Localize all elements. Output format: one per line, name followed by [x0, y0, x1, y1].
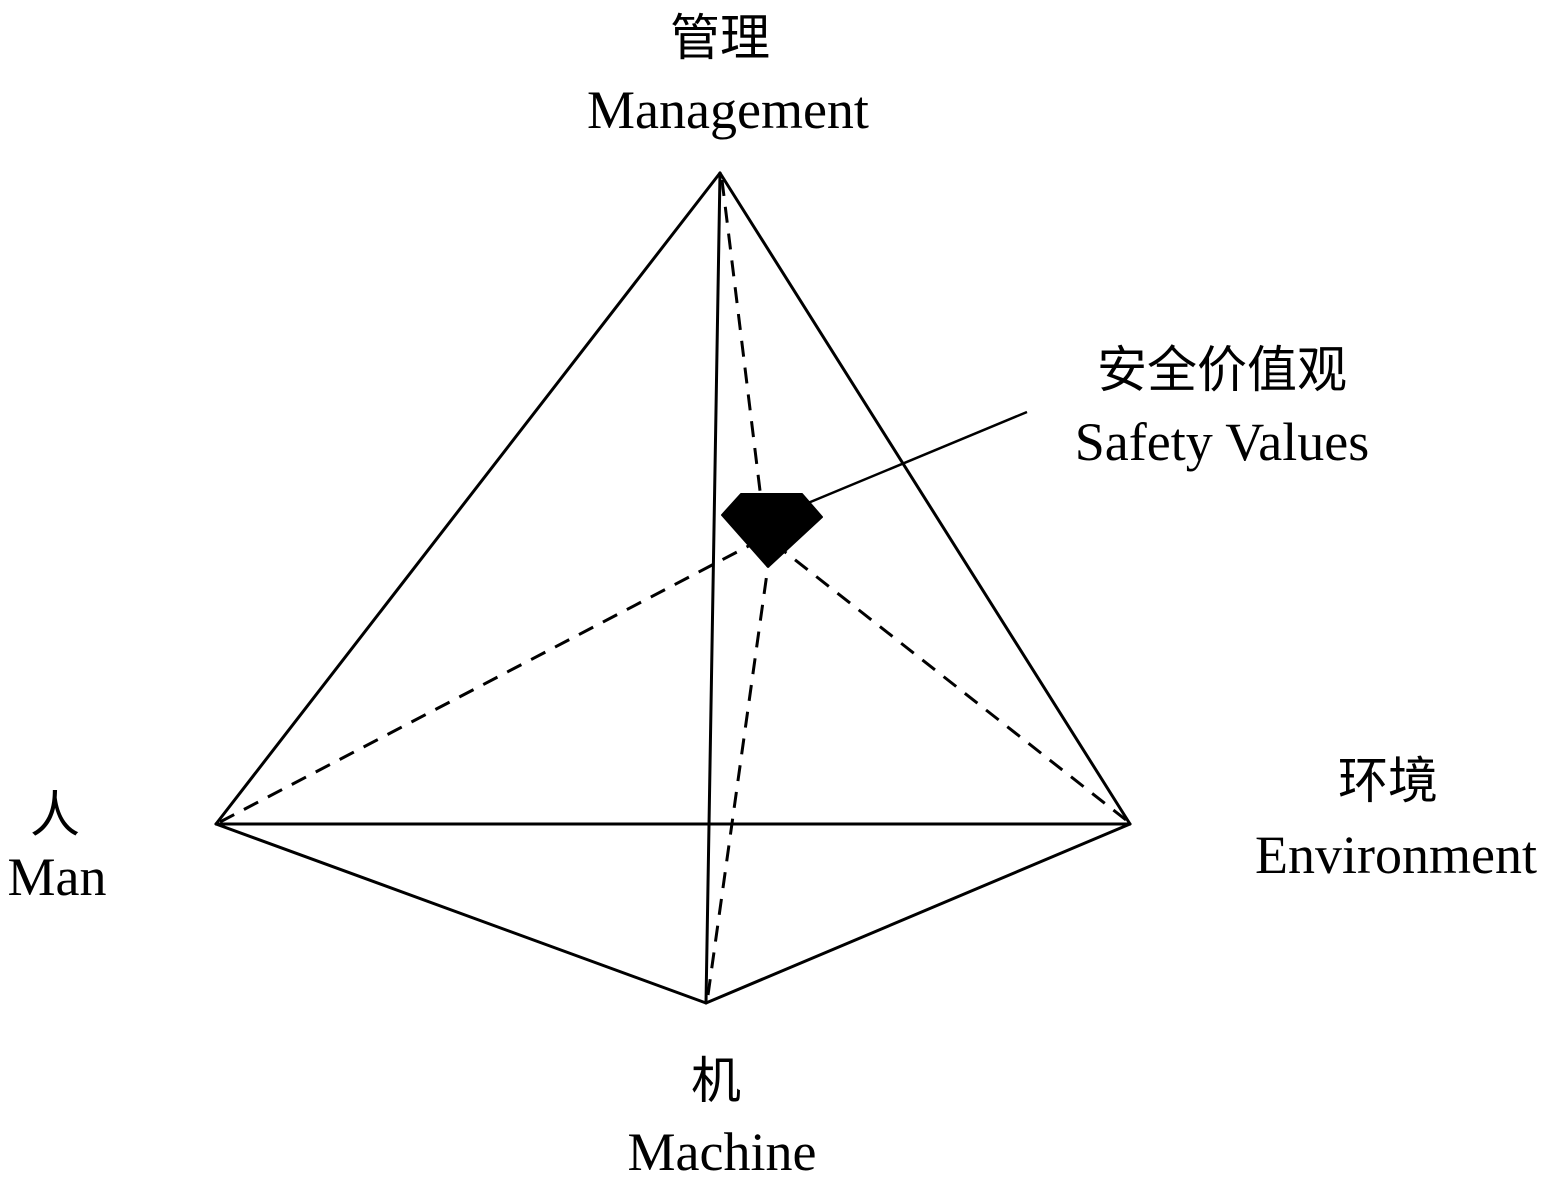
label-man-en: Man — [8, 847, 107, 907]
label-environment-zh: 环境 — [1338, 752, 1438, 810]
label-safety-values-zh: 安全价值观 — [1097, 341, 1347, 399]
edge-management-machine — [704, 171, 722, 1005]
dashed-line-man-center — [219, 538, 761, 824]
dashed-line-environment-center — [779, 546, 1127, 822]
edge-management-man — [214, 171, 722, 826]
label-management-zh: 管理 — [670, 9, 770, 67]
label-management-en: Management — [587, 80, 869, 140]
edge-machine-environment — [704, 822, 1132, 1005]
dashed-line-management-center — [720, 179, 770, 557]
label-environment-en: Environment — [1255, 825, 1537, 885]
edge-man-machine — [214, 822, 708, 1005]
label-man-zh: 人 — [30, 786, 80, 844]
leader-line — [807, 410, 1028, 505]
diamond-icon — [721, 493, 823, 568]
edge-management-environment — [718, 171, 1132, 826]
label-machine-zh: 机 — [691, 1052, 741, 1110]
dashed-line-machine-center — [706, 565, 770, 996]
label-machine-en: Machine — [628, 1122, 817, 1182]
label-safety-values-en: Safety Values — [1075, 412, 1369, 472]
